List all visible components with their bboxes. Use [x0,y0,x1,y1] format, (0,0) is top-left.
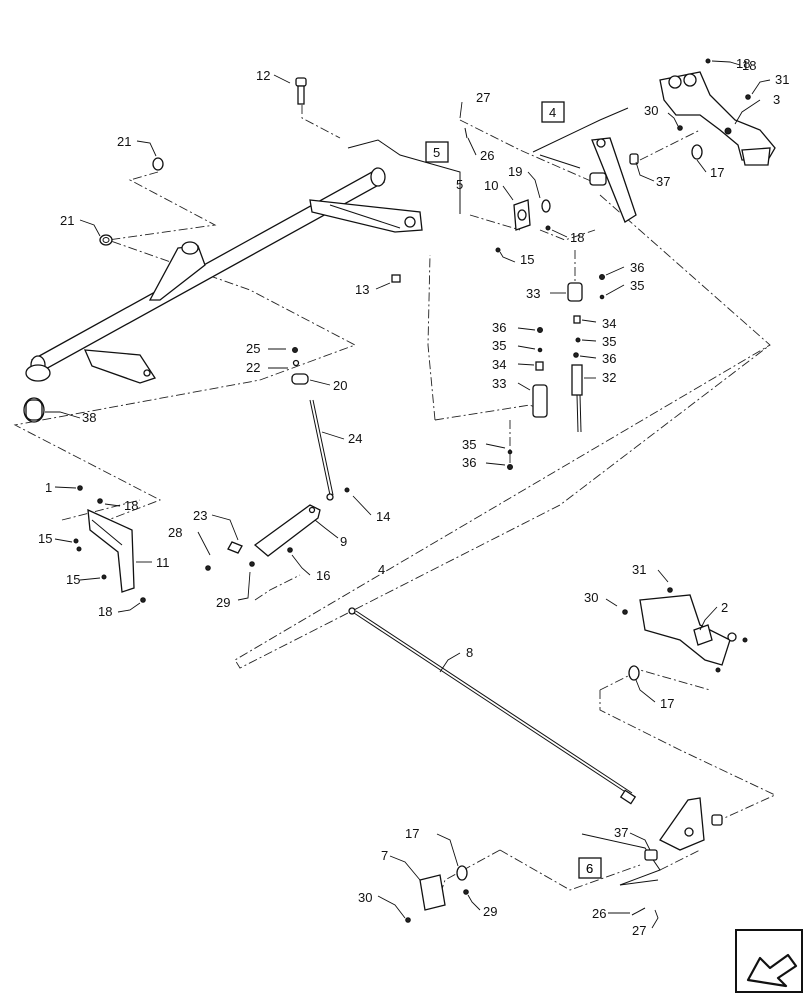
callout-label: 13 [355,282,369,297]
callout-label: 31 [632,562,646,577]
main-axle-frame [25,167,423,384]
callout-label: 26 [592,906,606,921]
callout-label: 35 [492,338,506,353]
callout-label: 6 [586,861,593,876]
callout-label: 27 [632,923,646,938]
callout-label: 23 [193,508,207,523]
callout-label: 8 [466,645,473,660]
box-callout-5: 5 [433,145,440,160]
callout-label: 18 [570,230,584,245]
callout-label: 37 [656,174,670,189]
callout-label: 17 [660,696,674,711]
box-callout-4: 4 [549,105,556,120]
callout-label: 21 [117,134,131,149]
callout-label: 36 [492,320,506,335]
callout-label: 18 [124,498,138,513]
callout-label: 3 [773,92,780,107]
callout-label: 38 [82,410,96,425]
callout-label: 18 [98,604,112,619]
callout-label: 15 [520,252,534,267]
callout-label: 17 [405,826,419,841]
callout-label: 32 [602,370,616,385]
callout-label: 1 [45,480,52,495]
callout-label: 30 [584,590,598,605]
callout-label: 2 [721,600,728,615]
callout-label: 36 [462,455,476,470]
callout-label: 22 [246,360,260,375]
callout-label: 17 [710,165,724,180]
callout-label: 5 [456,177,463,192]
callout-label: 19 [508,164,522,179]
callout-label: 35 [630,278,644,293]
callout-label: 34 [492,357,506,372]
callout-label: 18 [742,58,756,73]
callout-label: 10 [484,178,498,193]
callout-label: 15 [66,572,80,587]
callout-label: 33 [492,376,506,391]
middle-stack-parts [507,274,605,470]
callout-label: 37 [614,825,628,840]
callout-label: 26 [480,148,494,163]
callout-label: 15 [38,531,52,546]
callout-label: 31 [775,72,789,87]
boxed-callouts: 5 4 6 [425,101,602,879]
callout-label: 16 [316,568,330,583]
upper-right-parts [464,58,776,253]
callout-label: 24 [348,431,362,446]
leader-lines [45,60,771,929]
callout-label: 35 [602,334,616,349]
lower-right-parts [348,587,748,923]
callout-label: 7 [381,848,388,863]
callout-label: 14 [376,509,390,524]
callout-label: 29 [216,595,230,610]
callout-label: 36 [630,260,644,275]
callout-label: 33 [526,286,540,301]
box-callout-6: 6 [586,861,593,876]
callout-label: 27 [476,90,490,105]
callout-label: 21 [60,213,74,228]
callout-numbers: 1 2 3 4 5 6 7 8 9 10 11 12 13 14 15 15 1… [38,56,789,938]
left-parts [23,77,401,603]
callout-label: 11 [156,555,170,570]
callout-label: 12 [256,68,270,83]
callout-label: 28 [168,525,182,540]
callout-label: 36 [602,351,616,366]
callout-label: 20 [333,378,347,393]
callout-label: 35 [462,437,476,452]
callout-label: 29 [483,904,497,919]
callout-label: 34 [602,316,616,331]
callout-label: 30 [644,103,658,118]
callout-label: 25 [246,341,260,356]
callout-label: 30 [358,890,372,905]
callout-label: 9 [340,534,347,549]
callout-label: 18 [736,56,750,71]
arrow-direction-icon[interactable] [735,929,803,993]
callout-label: 4 [378,562,385,577]
